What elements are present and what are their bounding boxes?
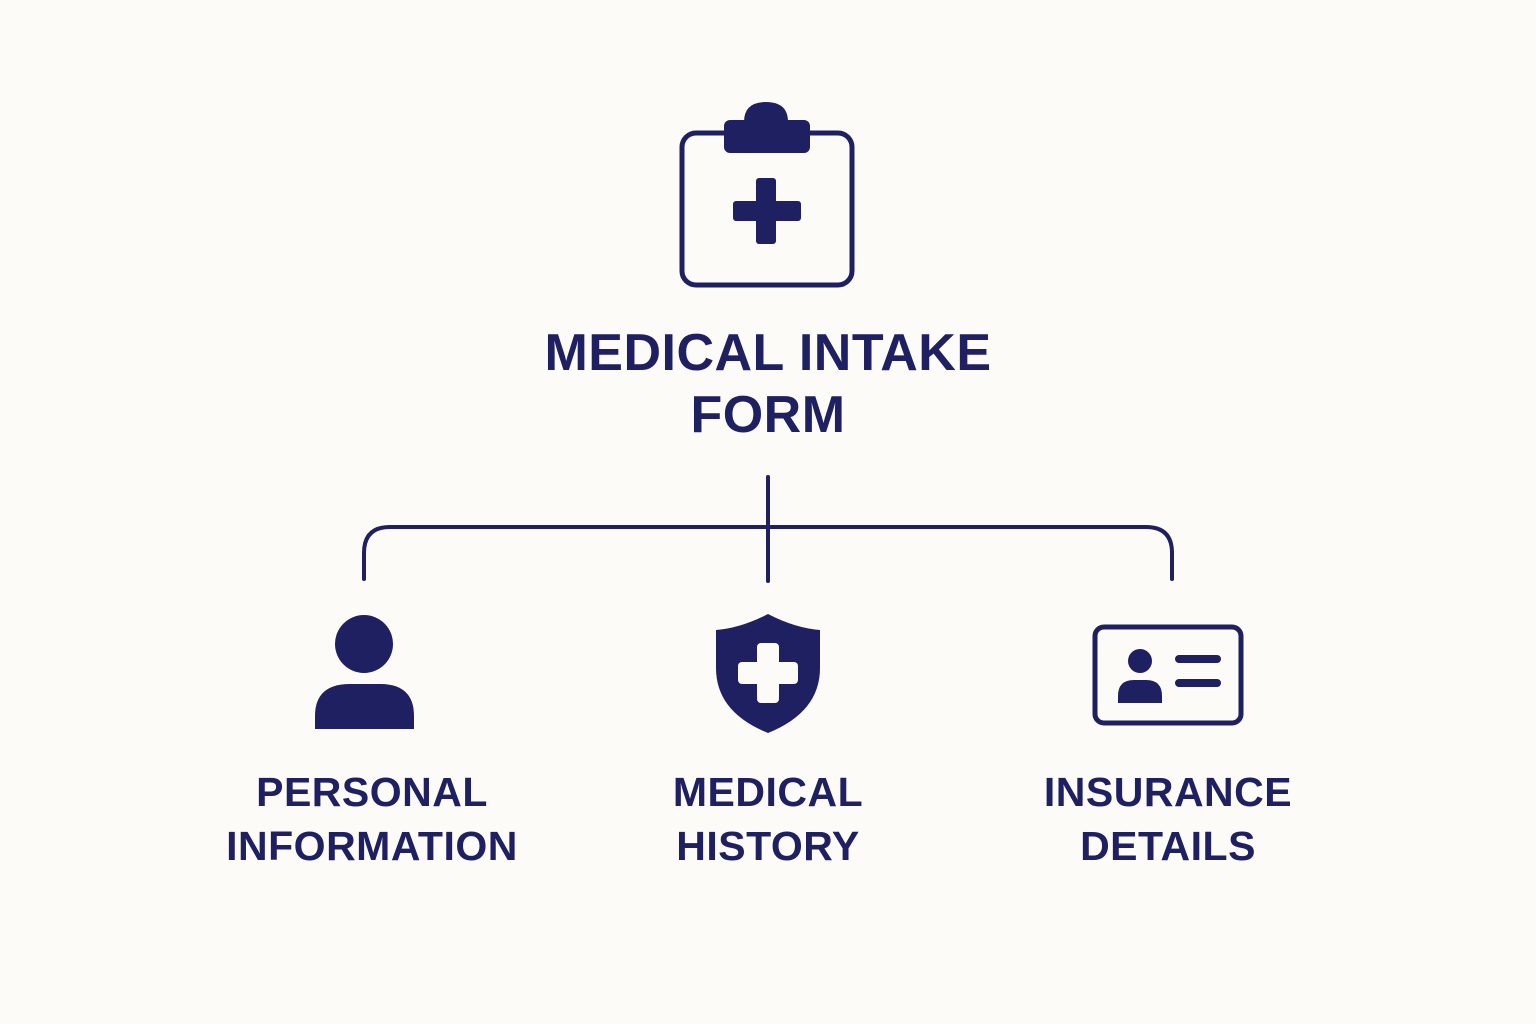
diagram-title: MEDICAL INTAKE FORM: [468, 322, 1068, 446]
diagram-title-line-1: MEDICAL INTAKE: [544, 324, 992, 382]
person-icon: [299, 606, 429, 736]
node-medical-history: MEDICAL HISTORY: [568, 765, 968, 873]
node-label-line-1: INSURANCE: [1043, 769, 1293, 815]
node-label-line-1: MEDICAL: [672, 769, 864, 815]
node-label-line-2: DETAILS: [1080, 823, 1256, 869]
node-label-line-2: INFORMATION: [226, 823, 518, 869]
node-label-line-1: PERSONAL: [256, 769, 488, 815]
diagram-title-line-2: FORM: [690, 386, 846, 444]
node-insurance-details: INSURANCE DETAILS: [968, 765, 1368, 873]
id-card-icon: [1086, 618, 1252, 736]
node-label-line-2: HISTORY: [676, 823, 860, 869]
shield-medical-icon: [703, 606, 833, 736]
node-personal-information: PERSONAL INFORMATION: [172, 765, 572, 873]
connector-branch: [362, 525, 1174, 581]
clipboard-medical-icon: [676, 100, 858, 292]
